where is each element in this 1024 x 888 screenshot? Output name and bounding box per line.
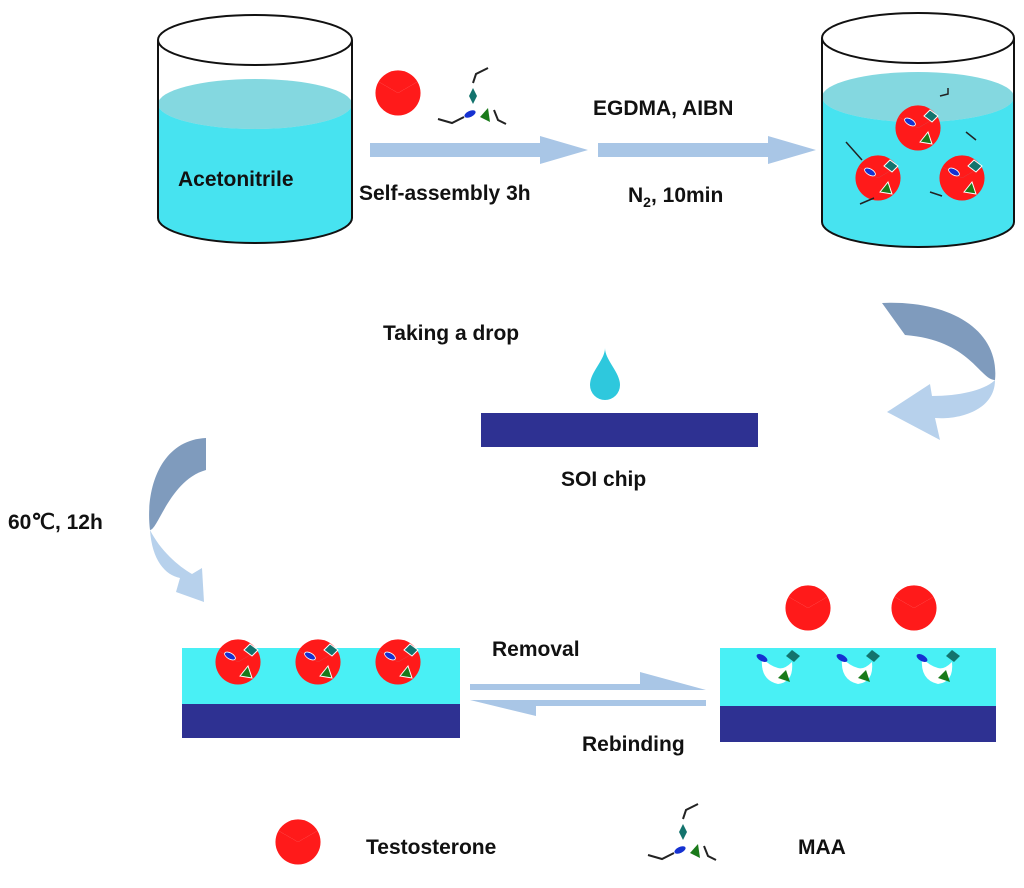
drop-label: Taking a drop [383, 322, 520, 345]
right-beaker [821, 12, 1015, 248]
curved-arrow-right [882, 302, 996, 440]
mip-film-with-template [182, 639, 460, 738]
solvent-label: Acetonitrile [178, 168, 294, 191]
legend-maa-label: MAA [798, 836, 846, 859]
maa-icon [437, 67, 507, 125]
droplet-icon [590, 348, 620, 400]
arrow-removal [470, 672, 706, 690]
legend-testosterone-label: Testosterone [366, 836, 497, 859]
testosterone-icon [891, 585, 937, 631]
maa-legend-icon [647, 803, 717, 861]
testosterone-icon [785, 585, 831, 631]
step2-top-label: EGDMA, AIBN [593, 97, 734, 120]
mip-film-with-cavities [720, 585, 996, 742]
step1-label: Self-assembly 3h [359, 182, 531, 205]
arrow-rebinding [470, 700, 706, 716]
testosterone-legend-icon [275, 819, 321, 865]
complex-in-solution [895, 88, 949, 151]
nitrogen-subscript: 2 [643, 194, 651, 210]
testosterone-icon [375, 70, 421, 116]
step2-bottom-label: N2, 10min [628, 184, 724, 210]
nitrogen-symbol: N [628, 184, 644, 207]
complex-in-solution [845, 141, 901, 205]
curved-arrow-left [149, 438, 206, 602]
left-beaker [157, 14, 353, 244]
arrow-self-assembly [370, 136, 588, 164]
arrow-polymerization [598, 136, 816, 164]
purge-time: , 10min [650, 184, 724, 207]
chip-label: SOI chip [561, 468, 647, 491]
soi-chip [481, 413, 758, 447]
complex-in-solution [929, 131, 985, 201]
removal-label: Removal [492, 638, 580, 661]
rebinding-label: Rebinding [582, 733, 685, 756]
cure-label: 60℃, 12h [8, 511, 103, 534]
